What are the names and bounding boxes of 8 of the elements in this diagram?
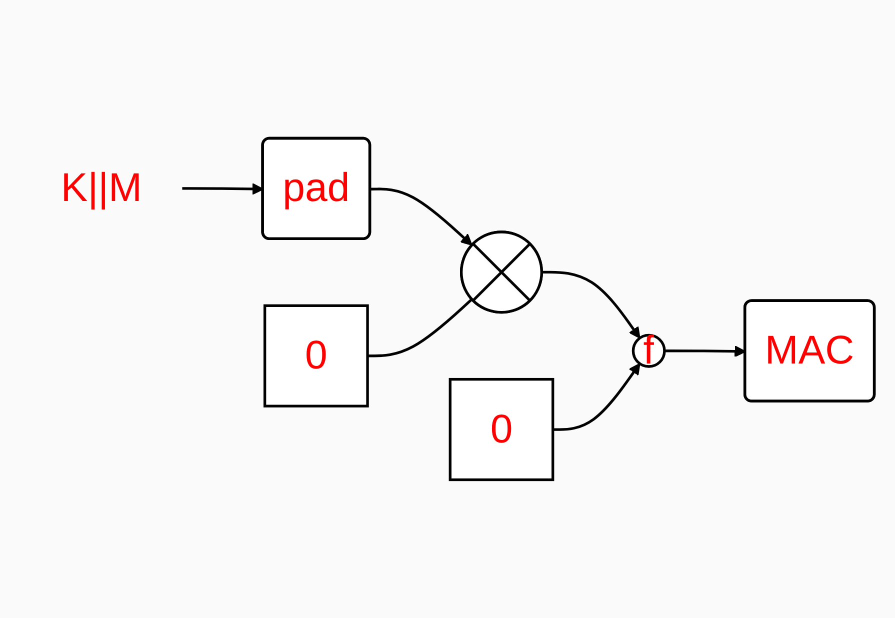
node-box: 0: [264, 304, 369, 408]
node-box: 0: [448, 378, 554, 482]
node-circle: f: [632, 334, 666, 368]
arrow: [542, 270, 640, 339]
node-text: K||M: [60, 166, 142, 211]
arrow: [552, 363, 640, 431]
connector: [368, 298, 473, 358]
arrow: [370, 188, 472, 246]
